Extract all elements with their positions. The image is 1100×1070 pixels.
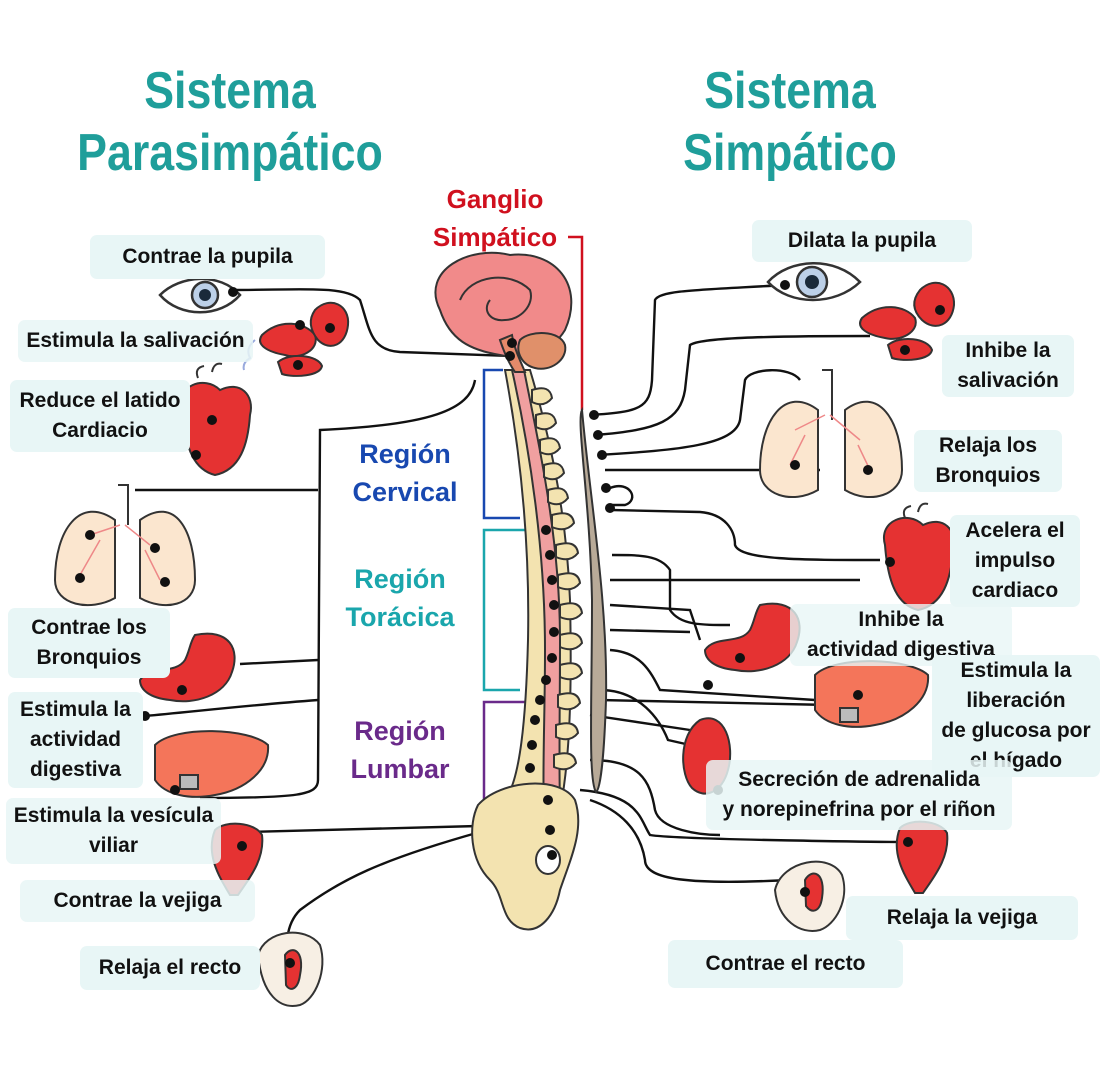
label-inhibe-salivacion: Inhibe la salivación xyxy=(942,335,1074,397)
label-contrae-pupila: Contrae la pupila xyxy=(90,235,325,279)
label-relaja-bronquios: Relaja los Bronquios xyxy=(914,430,1062,492)
right-salivary-glands xyxy=(859,281,956,361)
sympathetic-nerve-lines xyxy=(579,283,907,884)
left-salivary-glands xyxy=(242,301,350,377)
spinal-column xyxy=(503,369,584,861)
label-reduce-latido: Reduce el latido Cardiacio xyxy=(10,380,190,452)
left-lungs xyxy=(53,484,197,607)
label-contrae-recto: Contrae el recto xyxy=(668,940,903,988)
left-rectum xyxy=(256,931,324,1007)
thoracic-bracket xyxy=(482,528,528,692)
pelvis-hole xyxy=(535,845,561,875)
left-liver xyxy=(154,730,270,798)
right-rectum xyxy=(773,860,846,932)
label-liberacion-glucosa: Estimula la liberación de glucosa por el… xyxy=(932,655,1100,777)
region-lumbar: Región Lumbar xyxy=(350,716,450,784)
label-inhibe-digestiva: Inhibe la actividad digestiva xyxy=(790,604,1012,666)
right-stomach xyxy=(703,602,801,673)
lumbar-bracket xyxy=(482,700,530,800)
label-estimula-vesicula: Estimula la vesícula viliar xyxy=(6,798,221,864)
label-estimula-digestiva: Estimula la actividad digestiva xyxy=(8,692,143,788)
label-dilata-pupila: Dilata la pupila xyxy=(752,220,972,262)
label-acelera-impulso: Acelera el impulso cardiaco xyxy=(950,515,1080,607)
parasympathetic-nerve-lines xyxy=(135,288,511,961)
label-relaja-vejiga: Relaja la vejiga xyxy=(846,896,1078,940)
left-bladder xyxy=(210,822,264,896)
left-stomach xyxy=(138,632,236,703)
label-secrecion-adrenalina: Secreción de adrenalida y norepinefrina … xyxy=(706,760,1012,830)
region-cervical: Región Cervical xyxy=(352,439,458,507)
region-thoracic: Región Torácica xyxy=(345,564,455,632)
label-contrae-vejiga: Contrae la vejiga xyxy=(20,880,255,922)
pelvis xyxy=(471,782,580,931)
sympathetic-chain xyxy=(579,406,608,794)
label-estimula-salivacion: Estimula la salivación xyxy=(18,320,253,362)
left-eye xyxy=(158,277,242,314)
sympathetic-title: Sistema Simpático xyxy=(683,62,897,182)
cervical-bracket xyxy=(482,368,520,520)
ganglion-title: Ganglio Simpático xyxy=(432,184,558,252)
right-liver xyxy=(814,660,930,728)
ganglion-bracket xyxy=(568,235,584,410)
right-heart xyxy=(882,502,955,612)
right-eye xyxy=(766,262,862,302)
right-lungs xyxy=(758,369,904,499)
label-relaja-recto: Relaja el recto xyxy=(80,946,260,990)
label-contrae-bronquios: Contrae los Bronquios xyxy=(8,608,170,678)
brain xyxy=(434,251,573,373)
parasympathetic-title: Sistema Parasimpático xyxy=(77,62,383,182)
right-bladder xyxy=(895,820,949,894)
